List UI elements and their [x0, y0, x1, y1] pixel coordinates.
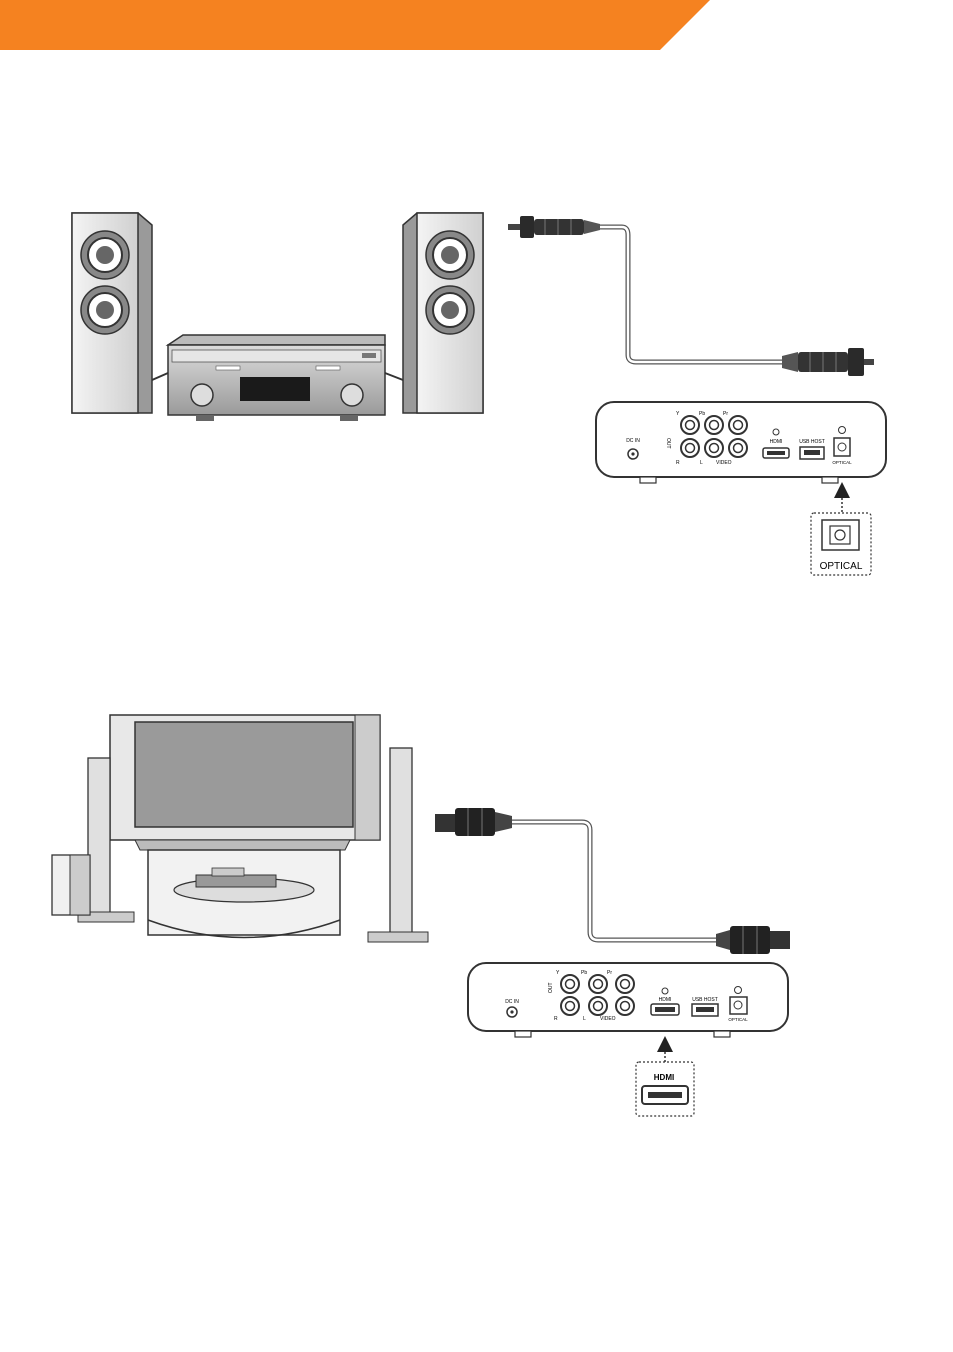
home-theater-illustration	[52, 715, 428, 942]
banner-shape	[0, 0, 710, 50]
amplifier	[168, 335, 385, 421]
r-label: R	[676, 460, 680, 466]
tv-stand	[135, 840, 350, 938]
television	[110, 715, 380, 840]
l-label-2: L	[583, 1016, 586, 1022]
hdmi-callout: HDMI	[636, 1062, 694, 1116]
component-video-ports-2	[561, 975, 634, 993]
component-video-ports	[681, 416, 747, 434]
audio-video-ports-2	[561, 997, 634, 1015]
r-label-2: R	[554, 1016, 558, 1022]
header-banner	[0, 0, 953, 50]
video-label: VIDEO	[716, 460, 732, 466]
optical-callout: OPTICAL	[811, 513, 871, 575]
pb-label-2: Pb	[581, 970, 587, 976]
arrow-up-icon-2	[657, 1036, 673, 1062]
optical-connection-diagram: DC IN OUT Y Pb Pr R L VIDEO HDMI USB HOS…	[0, 180, 953, 600]
optical-port-label: OPTICAL	[832, 460, 852, 465]
optical-port-label-2: OPTICAL	[728, 1017, 748, 1022]
hdmi-connection-diagram: DC IN OUT Y Pb Pr R L VIDEO HDMI USB HOS…	[0, 700, 953, 1130]
pb-label: Pb	[699, 411, 705, 417]
arrow-up-icon	[834, 482, 850, 513]
out-label: OUT	[665, 438, 671, 449]
hdmi-callout-label: HDMI	[654, 1073, 674, 1082]
usb-host-label-2: USB HOST	[692, 997, 718, 1003]
stereo-system-illustration	[72, 213, 483, 421]
hdmi-port-label: HDMI	[770, 439, 783, 445]
dc-in-label-2: DC IN	[505, 999, 519, 1005]
l-label: L	[700, 460, 703, 466]
subwoofer	[52, 855, 90, 915]
usb-host-label: USB HOST	[799, 439, 825, 445]
right-speaker	[403, 213, 483, 413]
hdmi-cable-icon	[435, 808, 790, 954]
pr-label: Pr	[723, 411, 728, 417]
media-player-rear-panel-2: DC IN OUT Y Pb Pr R L VIDEO HDMI USB HOS…	[468, 963, 788, 1037]
video-label-2: VIDEO	[600, 1016, 616, 1022]
left-speaker	[72, 213, 152, 413]
media-player-rear-panel: DC IN OUT Y Pb Pr R L VIDEO HDMI USB HOS…	[596, 402, 886, 483]
optical-cable-icon	[508, 216, 874, 376]
hdmi-port-label-2: HDMI	[659, 997, 672, 1003]
pr-label-2: Pr	[607, 970, 612, 976]
audio-video-ports	[681, 439, 747, 457]
optical-callout-label: OPTICAL	[820, 561, 863, 572]
dc-in-label: DC IN	[626, 438, 640, 444]
out-label-2: OUT	[548, 982, 554, 993]
